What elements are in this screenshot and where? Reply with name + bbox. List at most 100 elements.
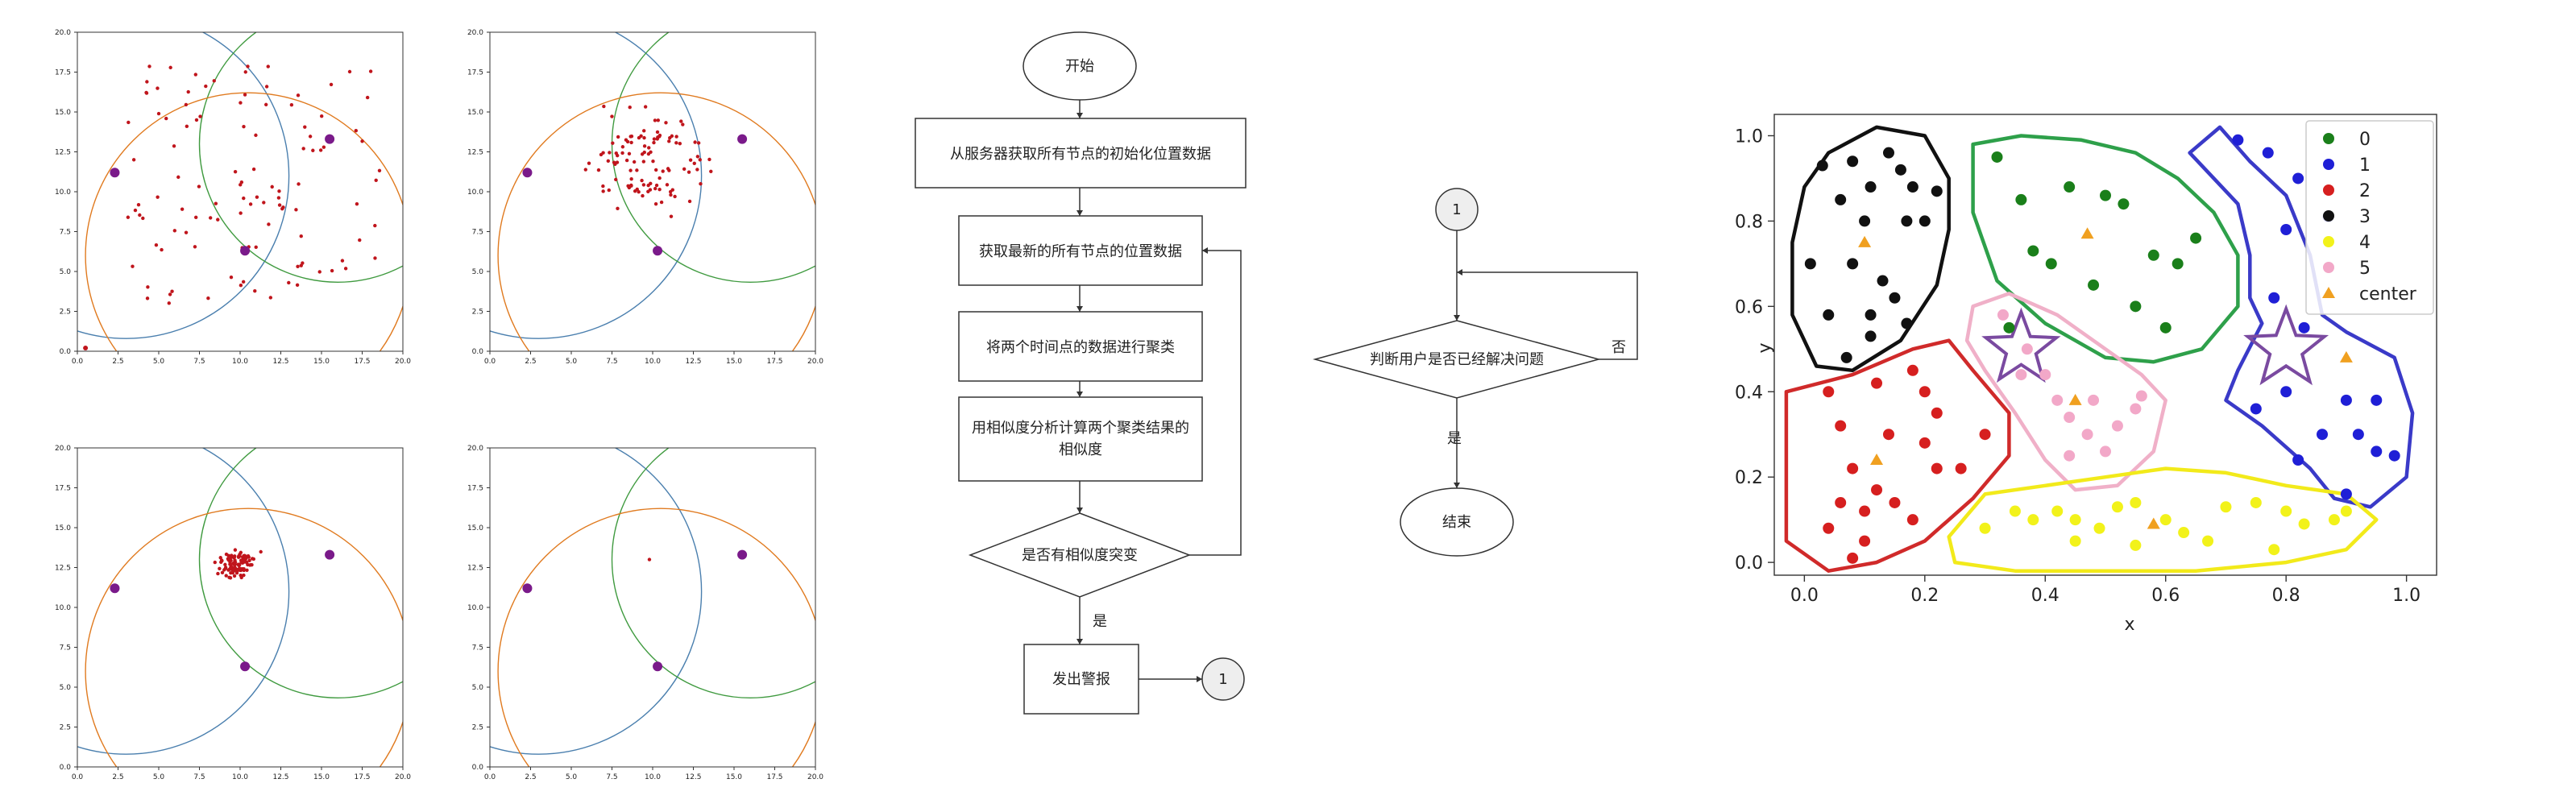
y-tick-label: 17.5 (467, 485, 483, 493)
node-point (601, 184, 605, 189)
node-point (233, 548, 238, 552)
flowchart2-arrowheads (1454, 269, 1462, 488)
node-point (587, 161, 591, 165)
node-point (601, 151, 605, 155)
sensor-circle (85, 92, 403, 351)
center-marker (1858, 235, 1872, 247)
center-marker (2080, 227, 2094, 239)
sensor-circle (497, 508, 815, 767)
node-point (377, 168, 382, 172)
node-point (641, 160, 646, 164)
legend-label: 5 (2359, 259, 2371, 279)
cluster-point-0 (2100, 189, 2111, 201)
plot-area (490, 32, 815, 351)
node-point (355, 201, 359, 206)
y-tick-label: 0.0 (60, 764, 72, 772)
sensor-circle (490, 32, 703, 339)
node-point (226, 557, 230, 562)
node-point (146, 285, 150, 289)
cluster-point-1 (2371, 445, 2383, 458)
node-point (154, 242, 159, 247)
node-point (661, 169, 665, 173)
x-tick-label: 2.5 (112, 358, 123, 366)
node-point (232, 555, 237, 559)
node-point (318, 148, 323, 152)
cluster-point-3 (1865, 181, 1877, 193)
y-tick-label: 5.0 (472, 684, 484, 692)
cluster-point-4 (2159, 514, 2172, 526)
node-point (653, 201, 658, 206)
connector-label: 1 (1218, 671, 1227, 688)
cluster-point-5 (2111, 420, 2123, 432)
node-point (709, 169, 713, 173)
node-point (612, 160, 616, 164)
cluster-point-2 (1931, 407, 1943, 419)
node-point (147, 64, 151, 68)
node-point (239, 560, 243, 564)
x-tick-label: 17.5 (354, 358, 370, 366)
x-tick-label: 0.0 (1790, 586, 1819, 606)
node-point (667, 139, 671, 143)
node-point (664, 121, 668, 125)
node-point (230, 570, 235, 575)
cluster-point-1 (2280, 386, 2292, 398)
node-point (198, 114, 202, 118)
node-point (343, 267, 348, 271)
node-point (244, 556, 248, 561)
node-point (670, 188, 674, 192)
node-point (127, 120, 131, 125)
y-tick-label: 0.0 (472, 348, 484, 356)
node-point (632, 160, 637, 164)
node-point (308, 135, 313, 139)
x-tick-label: 2.5 (525, 358, 536, 366)
flowchart-main (915, 31, 1247, 715)
yes-label: 是 (1093, 613, 1107, 630)
node-point (223, 562, 227, 567)
node-point (133, 208, 138, 213)
node-point (238, 566, 242, 570)
cluster-point-2 (1919, 386, 1931, 398)
cluster-point-2 (1823, 522, 1835, 534)
x-tick-label: 7.5 (606, 358, 617, 366)
cluster-point-4 (2340, 505, 2352, 517)
step4-label-line1: 用相似度分析计算两个聚类结果的 (972, 420, 1189, 437)
node-point (239, 101, 243, 105)
cluster-point-5 (2100, 445, 2111, 458)
y-tick-label: 15.0 (467, 109, 483, 117)
node-point (226, 568, 230, 572)
node-point (373, 223, 377, 228)
yes2-label: 是 (1447, 430, 1462, 447)
node-point (626, 184, 630, 188)
node-point (707, 157, 711, 162)
node-point (247, 555, 251, 559)
y-tick-label: 12.5 (467, 149, 483, 157)
node-point (180, 207, 185, 211)
y-tick-label: 1.0 (1735, 126, 1763, 147)
cluster-point-1 (2280, 224, 2292, 235)
beacon-point (737, 549, 748, 560)
node-point (247, 563, 252, 567)
legend-label: 1 (2359, 155, 2371, 176)
center-marker (2339, 350, 2353, 363)
node-point (277, 189, 281, 193)
cluster-point-1 (2340, 394, 2352, 406)
node-point (126, 215, 131, 219)
legend-marker (2323, 236, 2334, 247)
beacon-point (522, 168, 533, 178)
center-marker (2068, 393, 2082, 405)
node-point (253, 288, 257, 293)
cluster-point-4 (2298, 518, 2310, 530)
node-point (368, 69, 373, 73)
cluster-point-3 (1823, 309, 1835, 321)
node-point (614, 177, 618, 182)
cluster-point-3 (1804, 258, 1816, 270)
cluster-point-4 (2178, 527, 2190, 539)
alarm-label: 发出警报 (1052, 671, 1110, 688)
node-point (669, 214, 674, 218)
cluster-point-3 (1865, 330, 1877, 342)
node-point (665, 183, 670, 187)
x-tick-label: 0.0 (72, 773, 84, 781)
sensor-circle (77, 448, 290, 755)
cluster-point-3 (1859, 215, 1871, 227)
node-point (224, 574, 228, 578)
